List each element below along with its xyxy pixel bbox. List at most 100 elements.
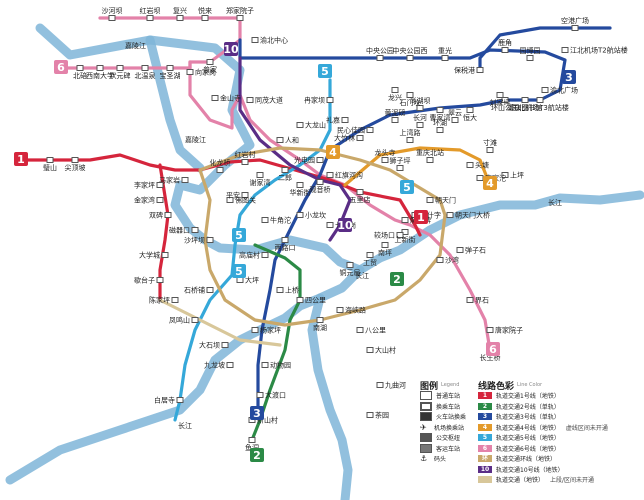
station-label: 重光	[438, 46, 452, 55]
station-label: 陈家坪	[149, 296, 170, 305]
station-marker	[108, 15, 116, 21]
river-label-yangtze-2: 长江	[355, 271, 369, 280]
station-icon	[420, 391, 432, 401]
svg-text:5: 5	[235, 229, 243, 242]
station-marker	[456, 247, 464, 253]
station-label: 牛角沱	[270, 216, 291, 225]
svg-text:2: 2	[253, 449, 261, 462]
river-label-yangtze-1: 长江	[548, 198, 562, 207]
station-marker	[316, 179, 324, 185]
station-marker	[426, 197, 434, 203]
station-label: 环湖	[433, 118, 447, 127]
station-label: 南坪	[378, 248, 392, 257]
station-label: 红旗河沟	[335, 171, 363, 180]
station-label: 观音桥	[310, 185, 331, 194]
station-label: 龙兴	[388, 93, 402, 102]
svg-text:3: 3	[253, 407, 261, 420]
line-badge: 4	[483, 176, 497, 190]
station-marker	[406, 55, 414, 61]
legend-title-row: 图例 Legend	[420, 380, 466, 392]
airport-icon: ✈	[420, 422, 427, 432]
station-marker	[156, 277, 164, 283]
station-label: 郑家院子	[226, 6, 254, 15]
station-label: 曹家湾	[430, 113, 451, 122]
station-marker	[281, 167, 289, 173]
station-marker	[296, 122, 304, 128]
station-label: 环山公园	[491, 103, 519, 112]
station-marker	[501, 172, 509, 178]
station-label: 红岩坝	[140, 6, 161, 15]
station-label: 上坪	[510, 171, 524, 180]
station-marker	[366, 252, 374, 258]
station-marker	[396, 232, 404, 238]
station-label: 冉家坝	[304, 96, 325, 105]
svg-text:5: 5	[235, 265, 243, 278]
station-marker	[496, 92, 504, 98]
station-label: 恒大	[463, 113, 477, 122]
station-marker	[526, 55, 534, 61]
station-marker	[176, 15, 184, 21]
station-marker	[366, 347, 374, 353]
svg-text:10: 10	[337, 219, 353, 232]
station-marker	[436, 127, 444, 133]
station-marker	[316, 157, 324, 163]
station-marker	[156, 197, 164, 203]
river-label-yangtze-3: 长江	[178, 421, 192, 430]
station-label: 向家岗	[195, 68, 216, 77]
station-label: 动物园	[270, 361, 291, 370]
station-marker	[171, 297, 179, 303]
station-marker	[246, 97, 254, 103]
station-marker	[341, 117, 349, 123]
svg-text:2: 2	[393, 273, 401, 286]
station-marker	[571, 25, 579, 31]
line-badge: 10	[337, 218, 353, 232]
line-color-swatch: 3	[478, 413, 492, 421]
station-marker	[436, 257, 444, 263]
station-marker	[226, 362, 234, 368]
station-marker	[146, 15, 154, 21]
station-label: 重庆北站	[416, 148, 444, 157]
station-marker	[256, 172, 264, 178]
station-marker	[71, 157, 79, 163]
station-marker	[276, 287, 284, 293]
station-label: 五里店	[350, 195, 371, 204]
station-marker	[296, 297, 304, 303]
station-marker	[276, 137, 284, 143]
jialing-upper-branch	[145, 35, 205, 173]
station-marker	[356, 327, 364, 333]
line-color-label: 轨道交通2号线（单轨）	[496, 403, 560, 411]
station-label: 鱼洞	[245, 443, 259, 452]
station-marker	[141, 65, 149, 71]
station-marker	[416, 122, 424, 128]
coach-icon	[420, 443, 432, 453]
line-badge: 2	[250, 448, 264, 462]
station-label: 九曲河	[385, 381, 406, 390]
station-label: 狮子坪	[390, 157, 411, 165]
legend-item-label: 普通车站	[436, 393, 461, 401]
svg-text:5: 5	[321, 65, 329, 78]
station-label: 礼嘉	[326, 116, 340, 125]
line-badge: 3	[250, 406, 264, 420]
station-marker	[201, 15, 209, 21]
svg-text:10: 10	[223, 43, 239, 56]
station-label: 寸滩	[483, 138, 497, 147]
station-marker	[251, 327, 259, 333]
station-label: 保税港	[454, 66, 475, 75]
station-marker	[396, 165, 404, 171]
station-label: 园博园	[520, 46, 541, 55]
svg-text:6: 6	[57, 61, 65, 74]
station-marker	[336, 307, 344, 313]
station-label: 杨家坪	[260, 326, 281, 335]
station-label: 北碚	[73, 71, 87, 80]
station-marker	[326, 172, 334, 178]
station-label: 鹿角	[498, 38, 512, 47]
station-marker	[326, 222, 334, 228]
line-badge: 5	[232, 264, 246, 278]
station-marker	[466, 107, 474, 113]
station-label: 红岩村	[235, 150, 256, 159]
station-marker	[296, 212, 304, 218]
station-marker	[261, 217, 269, 223]
